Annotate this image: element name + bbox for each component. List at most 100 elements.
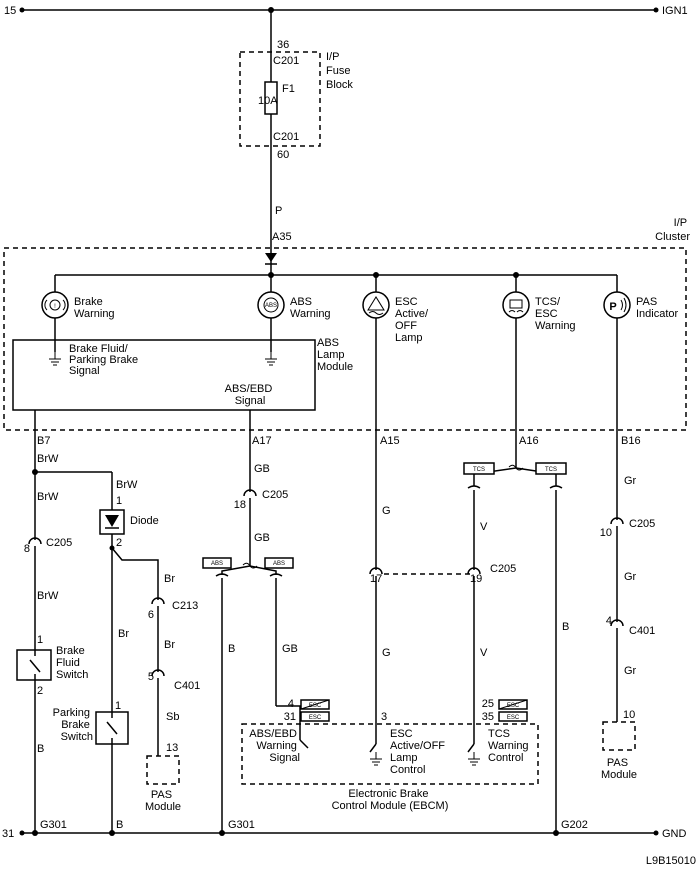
figure-id: L9B15010: [646, 855, 696, 867]
wire-g-1: G: [382, 505, 391, 517]
wire-sb: Sb: [166, 711, 179, 723]
parking-brake-switch-label: Parking Brake Switch: [53, 707, 93, 743]
svg-text:ESC: ESC: [507, 715, 520, 721]
fuse-f1: [264, 81, 278, 115]
wire-br-2: Br: [164, 639, 175, 651]
c401-sb-pin: 5: [148, 671, 154, 683]
c205-pas-name: C205: [629, 518, 655, 530]
pas-module-right-label: PAS Module: [601, 757, 637, 781]
brake-switch-pin2: 2: [37, 685, 43, 697]
pin-b16: B16: [621, 435, 641, 447]
pin-a15: A15: [380, 435, 400, 447]
wire-gr-2: Gr: [624, 571, 637, 583]
pas-module-pin-10: 10: [623, 709, 635, 721]
rail-ign1-label: IGN1: [662, 5, 688, 17]
c205-pas-pin: 10: [600, 527, 612, 539]
abs-lamp-module-label: ABS Lamp Module: [317, 337, 353, 373]
svg-text:P: P: [609, 301, 616, 313]
pas-module-pin-13: 13: [166, 742, 178, 754]
wire-g-2: G: [382, 647, 391, 659]
fuse-block-outline: [239, 51, 321, 147]
wire-gb-1: GB: [254, 463, 270, 475]
cluster-label: I/P Cluster: [655, 217, 690, 243]
fuse-block-label: I/P Fuse Block: [326, 51, 354, 91]
feed-pin-label: A35: [272, 231, 292, 243]
tcs-variant-tag-2: TCS: [535, 462, 567, 475]
brake-fluid-switch-label: Brake Fluid Switch: [56, 645, 88, 681]
fuse-pin-bottom: 60: [277, 149, 289, 161]
diode-symbol: [99, 509, 125, 535]
ebcm-outline: [241, 723, 539, 785]
wire-b-right: B: [562, 621, 569, 633]
ebcm-tcs-control-label: TCS Warning Control: [488, 728, 532, 764]
svg-text:ESC: ESC: [507, 703, 520, 709]
ground-g301-left: G301: [40, 819, 67, 831]
svg-text:ESC: ESC: [309, 703, 322, 709]
wire-brw-diode: BrW: [116, 479, 138, 491]
brake-fluid-switch: [16, 649, 52, 681]
rail-31-label: 31: [2, 828, 14, 840]
wire-v-1: V: [480, 521, 488, 533]
brake-fluid-signal-label: Brake Fluid/ Parking Brake Signal: [69, 343, 141, 377]
wire-gr-3: Gr: [624, 665, 637, 677]
svg-text:ABS: ABS: [273, 561, 285, 567]
rail-gnd-label: GND: [662, 828, 687, 840]
wire-brw-3: BrW: [37, 590, 59, 602]
wire-b-park: B: [116, 819, 123, 831]
brake-switch-pin1: 1: [37, 634, 43, 646]
ebcm-pin-25: 25: [482, 698, 494, 710]
ebcm-abs-signal-label: ABS/EBD Warning Signal: [249, 728, 300, 764]
ebcm-pin-31: 31: [284, 711, 296, 723]
abs-ebd-signal-label: ABS/EBD Signal: [225, 383, 276, 407]
pin-a16: A16: [519, 435, 539, 447]
wire-b-abs: B: [228, 643, 235, 655]
pas-indicator-label: PAS Indicator: [636, 296, 679, 320]
abs-warning-icon: ABS: [257, 291, 285, 319]
svg-text:ABS: ABS: [265, 303, 277, 309]
c205-tcs-name: C205: [490, 563, 516, 575]
fuse-name: F1: [282, 83, 295, 95]
fuse-rating: 10A: [258, 95, 278, 107]
pas-module-left-label: PAS Module: [145, 789, 181, 813]
pas-module-left: [146, 755, 180, 785]
ebcm-pin-4: 4: [288, 698, 294, 710]
svg-text:ESC: ESC: [309, 715, 322, 721]
wire-b-left: B: [37, 743, 44, 755]
c205-tcs-pin: 19: [470, 573, 482, 585]
tcs-esc-icon: [502, 291, 530, 319]
c205-abs-pin: 18: [234, 499, 246, 511]
svg-text:!: !: [54, 304, 56, 310]
diode-label: Diode: [130, 515, 159, 527]
tcs-variant-tag-1: TCS: [463, 462, 495, 475]
wire-br-park: Br: [118, 628, 129, 640]
abs-variant-tag-2: ABS: [264, 557, 294, 569]
abs-warning-label: ABS Warning: [290, 296, 331, 320]
c213-name: C213: [172, 600, 198, 612]
wire-br-1: Br: [164, 573, 175, 585]
pin-b7: B7: [37, 435, 50, 447]
abs-variant-tag-1: ABS: [202, 557, 232, 569]
esc-variant-tag-tcs-1: ESC: [498, 699, 528, 710]
wire-brw-2: BrW: [37, 491, 59, 503]
ground-g202: G202: [561, 819, 588, 831]
wire-gr-1: Gr: [624, 475, 637, 487]
ebcm-pin-3: 3: [381, 711, 387, 723]
diode-pin1: 1: [116, 495, 122, 507]
tcs-esc-label: TCS/ ESC Warning: [535, 296, 576, 332]
wire-gb-2: GB: [254, 532, 270, 544]
brake-warning-label: Brake Warning: [74, 296, 115, 320]
c401-sb-name: C401: [174, 680, 200, 692]
wire-gb-3: GB: [282, 643, 298, 655]
c205-left-name: C205: [46, 537, 72, 549]
esc-variant-tag-tcs-2: ESC: [498, 711, 528, 722]
ground-g301-mid: G301: [228, 819, 255, 831]
fuse-conn-bottom: C201: [273, 131, 299, 143]
abs-lamp-module-box: [12, 339, 316, 411]
wire-v-2: V: [480, 647, 488, 659]
park-switch-pin1: 1: [115, 700, 121, 712]
feed-wire-label: P: [275, 205, 282, 217]
fuse-pin-top: 36: [277, 39, 289, 51]
esc-lamp-label: ESC Active/ OFF Lamp: [395, 296, 431, 344]
c401-pas-name: C401: [629, 625, 655, 637]
